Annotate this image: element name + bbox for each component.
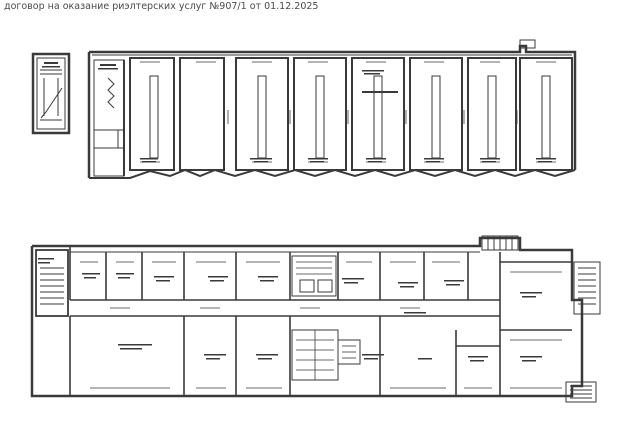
- room-annotation-marks: [38, 62, 556, 362]
- lower-central-stair: [291, 255, 361, 381]
- caption-text: договор на оказание риэлтерских услуг №9…: [4, 1, 319, 12]
- document-caption: договор на оказание риэлтерских услуг №9…: [4, 1, 318, 12]
- upper-stairwell-block: [31, 52, 71, 135]
- lower-dimension-ticks: [80, 261, 562, 389]
- upper-bays: [129, 57, 573, 171]
- lower-left-stair: [35, 249, 69, 317]
- upper-small-rooms: [93, 59, 125, 177]
- lower-building-outline: [30, 235, 601, 403]
- lower-corridor: [70, 307, 500, 317]
- lower-top-rooms: [69, 246, 501, 330]
- upper-building-outline: [87, 39, 577, 179]
- lower-bottom-rooms: [69, 261, 572, 396]
- upper-dimension-ticks: [140, 61, 556, 163]
